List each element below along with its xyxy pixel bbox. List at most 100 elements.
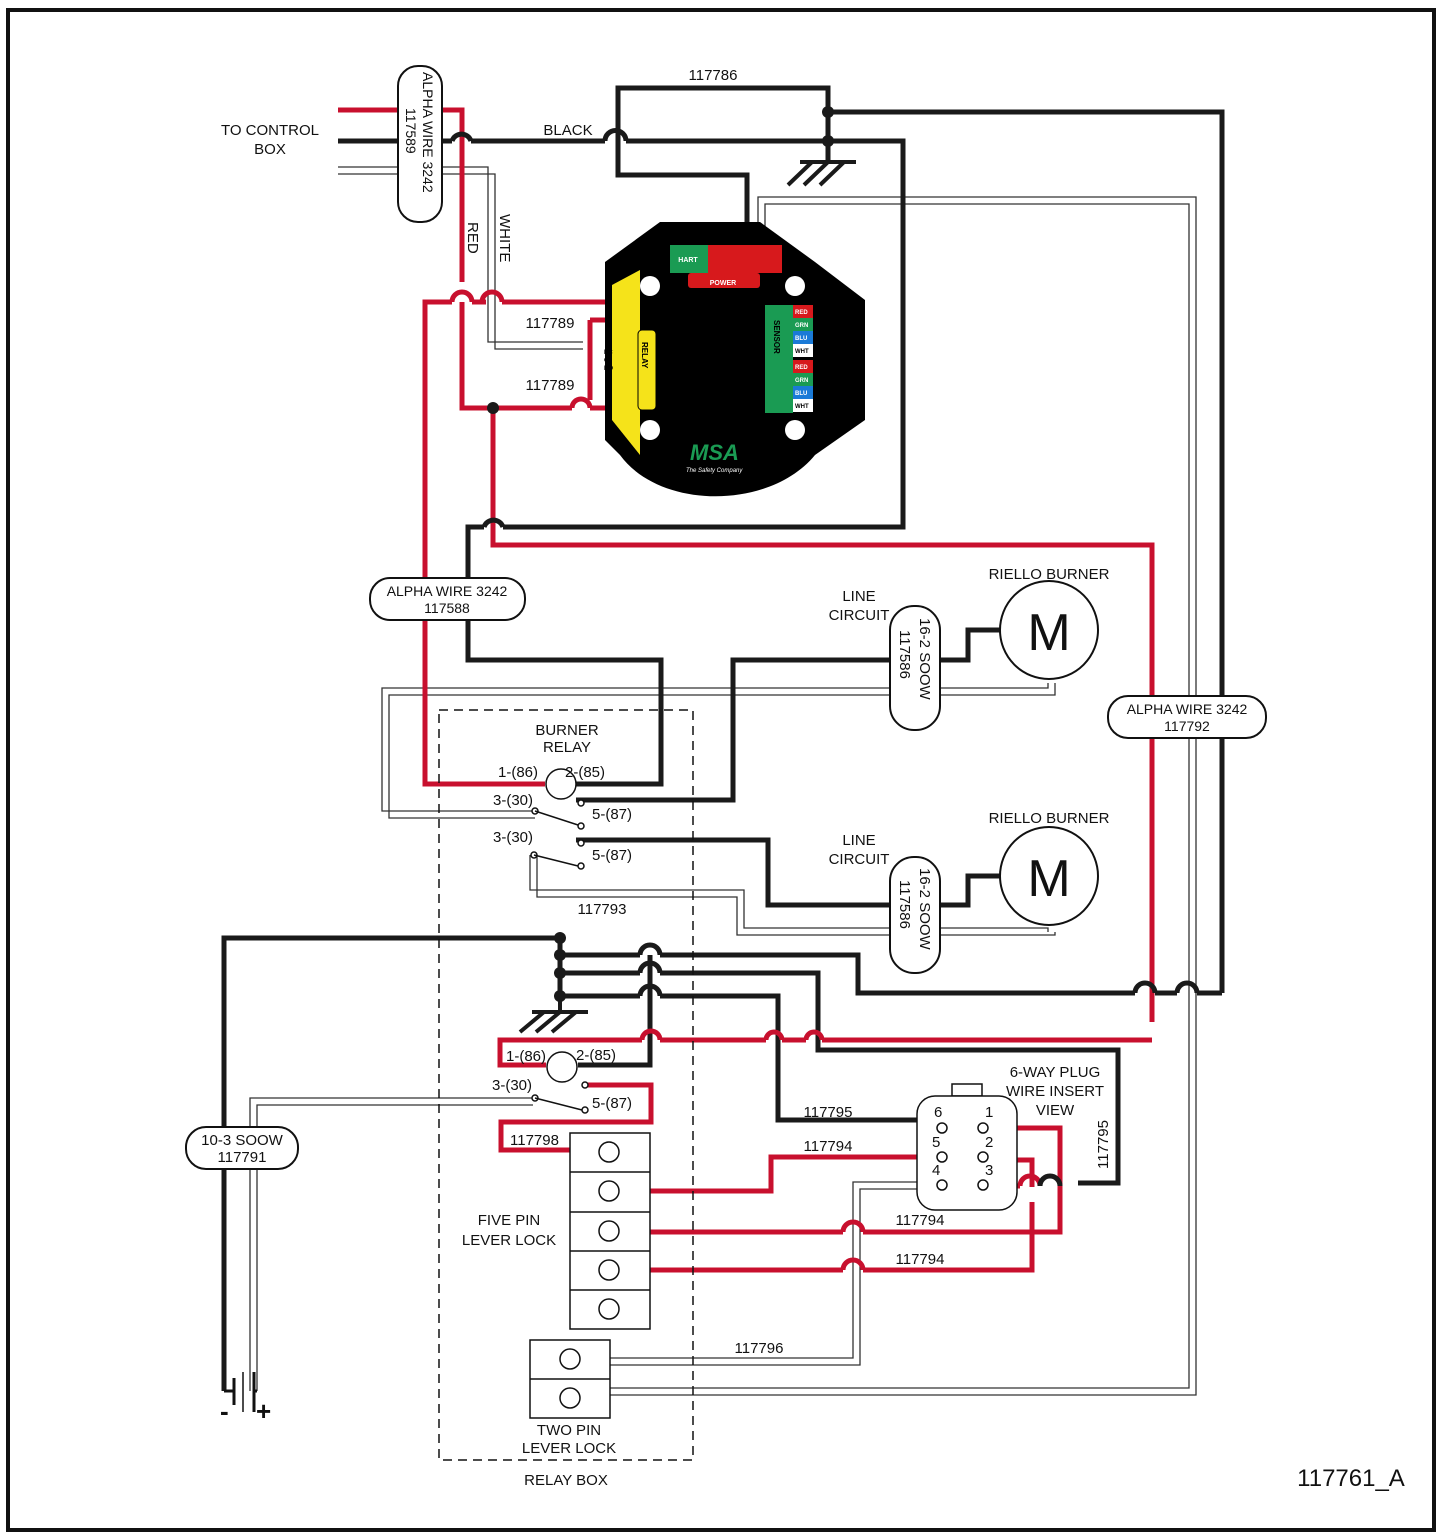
svg-text:117586: 117586: [896, 880, 913, 929]
to-control-box-label: TO CONTROL: [221, 122, 319, 139]
svg-text:LEVER LOCK: LEVER LOCK: [462, 1232, 556, 1249]
svg-text:1-(86): 1-(86): [506, 1048, 546, 1065]
cable-label-alpha-mid: ALPHA WIRE 3242 117588: [369, 577, 526, 621]
svg-text:1: 1: [985, 1104, 993, 1121]
svg-text:ALPHA WIRE 3242: ALPHA WIRE 3242: [420, 72, 436, 193]
svg-text:5-(87): 5-(87): [592, 847, 632, 864]
page-border: [6, 8, 1436, 1532]
svg-text:2-(85): 2-(85): [565, 764, 605, 781]
document-id: 117761_A: [1297, 1465, 1405, 1492]
svg-text:3-(30): 3-(30): [493, 829, 533, 846]
riello-burner-label-1: RIELLO BURNER: [989, 566, 1110, 583]
ground-symbol-top: [786, 160, 856, 187]
svg-text:5: 5: [932, 1134, 940, 1151]
cable-label-soow-2: 16-2 SOOW 117586: [889, 856, 941, 974]
black-wire-label: BLACK: [543, 122, 592, 139]
svg-text:16-2 SOOW: 16-2 SOOW: [916, 618, 933, 701]
relay-label: RELAY: [640, 342, 649, 369]
sensor-pin-red-1: RED: [795, 310, 808, 316]
svg-text:117588: 117588: [424, 600, 470, 616]
relay-pin-no: NO: [604, 366, 613, 372]
cable-label-alpha-top: ALPHA WIRE 3242 117589: [397, 65, 443, 223]
svg-text:LINE: LINE: [842, 588, 875, 605]
motor-1: M: [999, 580, 1099, 680]
svg-text:117795: 117795: [1095, 1120, 1112, 1169]
svg-text:117789: 117789: [526, 315, 575, 332]
mount-hole: [640, 276, 660, 296]
battery-minus: -: [220, 1396, 229, 1426]
svg-text:BURNER: BURNER: [535, 722, 599, 739]
svg-text:117791: 117791: [218, 1149, 267, 1166]
sensor-pin-wht-2: WHT: [795, 404, 809, 410]
sensor-terminal-block: [765, 305, 793, 413]
battery: [224, 1372, 257, 1412]
svg-text:BOX: BOX: [254, 141, 286, 158]
hart-label: HART: [678, 257, 698, 264]
msa-logo: MSA: [690, 440, 739, 465]
mount-hole: [785, 276, 805, 296]
sensor-pins: RED GRN BLU WHT RED GRN BLU WHT: [793, 305, 813, 412]
two-pin-lever-lock: [529, 1339, 611, 1419]
svg-text:117589: 117589: [403, 108, 419, 154]
svg-text:117586: 117586: [896, 630, 913, 679]
cable-label-soow-103: 10-3 SOOW 117791: [185, 1126, 299, 1170]
svg-text:WIRE INSERT: WIRE INSERT: [1006, 1083, 1104, 1100]
svg-text:4: 4: [932, 1162, 940, 1179]
relay-pin-nc: NC: [604, 350, 613, 356]
sensor-pin-grn-1: GRN: [795, 323, 808, 329]
svg-text:M: M: [1027, 604, 1070, 662]
svg-text:5-(87): 5-(87): [592, 806, 632, 823]
svg-text:117789: 117789: [526, 377, 575, 394]
msa-transmitter: POWER HART RELAY NC C NO SENSOR RED GRN …: [604, 222, 865, 497]
svg-text:117786: 117786: [689, 67, 738, 84]
svg-text:16-2 SOOW: 16-2 SOOW: [916, 868, 933, 951]
cable-label-soow-1: 16-2 SOOW 117586: [889, 605, 941, 731]
msa-tagline: The Safety Company: [686, 468, 743, 474]
svg-text:FIVE PIN: FIVE PIN: [478, 1212, 541, 1229]
svg-text:LEVER LOCK: LEVER LOCK: [522, 1440, 616, 1457]
svg-text:117792: 117792: [1164, 718, 1210, 734]
svg-text:2-(85): 2-(85): [576, 1047, 616, 1064]
svg-text:3: 3: [985, 1162, 993, 1179]
relay-2: [531, 1051, 589, 1114]
svg-text:5-(87): 5-(87): [592, 1095, 632, 1112]
battery-plus: +: [256, 1396, 271, 1426]
svg-text:2: 2: [985, 1134, 993, 1151]
svg-text:3-(30): 3-(30): [492, 1077, 532, 1094]
svg-text:6-WAY PLUG: 6-WAY PLUG: [1010, 1064, 1101, 1081]
svg-text:M: M: [1027, 850, 1070, 908]
svg-text:CIRCUIT: CIRCUIT: [829, 607, 890, 624]
svg-text:CIRCUIT: CIRCUIT: [829, 851, 890, 868]
svg-text:TWO PIN: TWO PIN: [537, 1422, 601, 1439]
wire-hops: [449, 128, 1200, 1271]
mount-hole: [785, 420, 805, 440]
relay-terminal-block: [612, 270, 640, 455]
svg-text:1-(86): 1-(86): [498, 764, 538, 781]
red-wire-label: RED: [464, 222, 481, 254]
svg-text:VIEW: VIEW: [1036, 1102, 1075, 1119]
white-wire-label: WHITE: [496, 214, 513, 262]
svg-text:117793: 117793: [578, 901, 627, 918]
relay-box-outline: [438, 709, 694, 1461]
svg-text:117796: 117796: [735, 1340, 784, 1357]
junction-dots: [487, 106, 834, 1002]
svg-text:LINE: LINE: [842, 832, 875, 849]
svg-text:117794: 117794: [804, 1138, 853, 1155]
svg-text:117794: 117794: [896, 1212, 945, 1229]
ground-symbol-bottom: [518, 996, 588, 1034]
cable-label-alpha-right: ALPHA WIRE 3242 117792: [1107, 695, 1267, 739]
motor-2: M: [999, 826, 1099, 926]
sensor-label: SENSOR: [772, 320, 781, 354]
svg-text:ALPHA WIRE 3242: ALPHA WIRE 3242: [1127, 701, 1248, 717]
sensor-pin-blu-1: BLU: [795, 336, 807, 342]
svg-text:6: 6: [934, 1104, 942, 1121]
sensor-pin-red-2: RED: [795, 365, 808, 371]
five-pin-lever-lock: [569, 1132, 651, 1330]
sensor-pin-grn-2: GRN: [795, 378, 808, 384]
six-way-plug: [916, 1083, 1018, 1211]
svg-text:3-(30): 3-(30): [493, 792, 533, 809]
svg-text:ALPHA WIRE 3242: ALPHA WIRE 3242: [387, 583, 508, 599]
svg-text:10-3 SOOW: 10-3 SOOW: [201, 1132, 284, 1149]
mount-hole: [640, 420, 660, 440]
